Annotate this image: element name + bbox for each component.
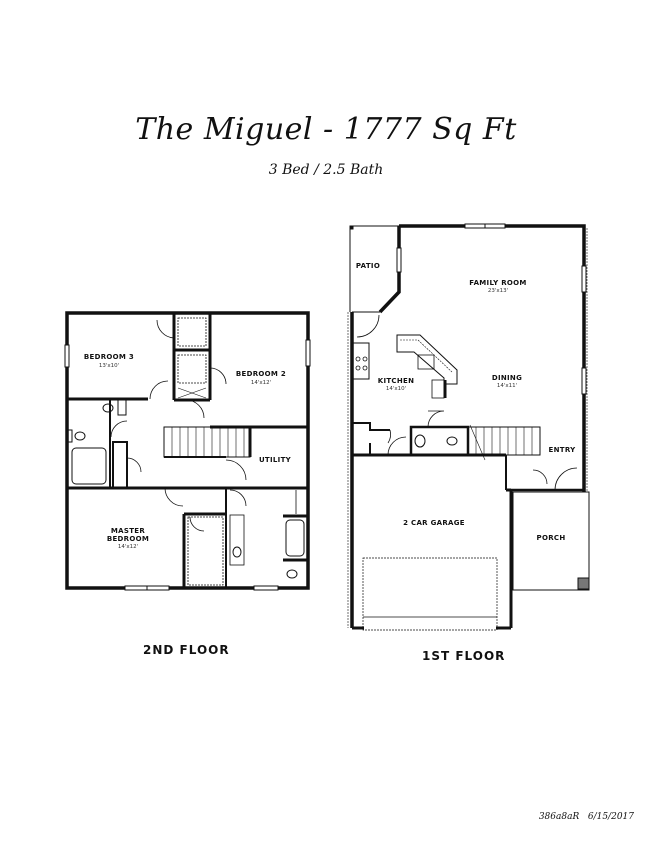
plan-date: 6/15/2017: [587, 812, 634, 822]
room-size-kitchen: 14'x10': [386, 386, 406, 392]
second-floor-label: 2ND FLOOR: [143, 643, 230, 657]
plan-code: 386a8aR: [538, 812, 580, 822]
room-label-entry: ENTRY: [549, 446, 577, 454]
plan-title: The Miguel - 1777 Sq Ft: [135, 112, 517, 147]
second-floor-plan: [64, 311, 311, 591]
first-floor-plan: [347, 223, 590, 631]
room-label-porch: PORCH: [537, 534, 566, 542]
room-size-dining: 14'x11': [497, 383, 517, 389]
room-label-dining: DINING: [492, 374, 522, 382]
room-label-bedroom-2: BEDROOM 2: [236, 370, 286, 378]
plan-subtitle: 3 Bed / 2.5 Bath: [268, 162, 384, 178]
room-label-bedroom-3: BEDROOM 3: [84, 353, 134, 361]
room-label-master: MASTER: [111, 527, 145, 535]
room-size-bedroom-3: 13'x10': [99, 363, 119, 369]
room-label-patio: PATIO: [356, 262, 380, 270]
room-size-master-bedroom: 14'x12': [118, 544, 138, 550]
room-label-family-room: FAMILY ROOM: [469, 279, 526, 287]
room-label-utility: UTILITY: [259, 456, 292, 464]
footer-stamp: 386a8aR 6/15/2017: [539, 812, 634, 822]
room-size-family-room: 23'x13': [488, 288, 508, 294]
room-label-master-bedroom: BEDROOM: [107, 535, 149, 543]
first-floor-label: 1ST FLOOR: [422, 649, 506, 663]
room-size-bedroom-2: 14'x12': [251, 380, 271, 386]
room-label-garage: 2 CAR GARAGE: [403, 519, 465, 527]
room-label-kitchen: KITCHEN: [378, 377, 415, 385]
